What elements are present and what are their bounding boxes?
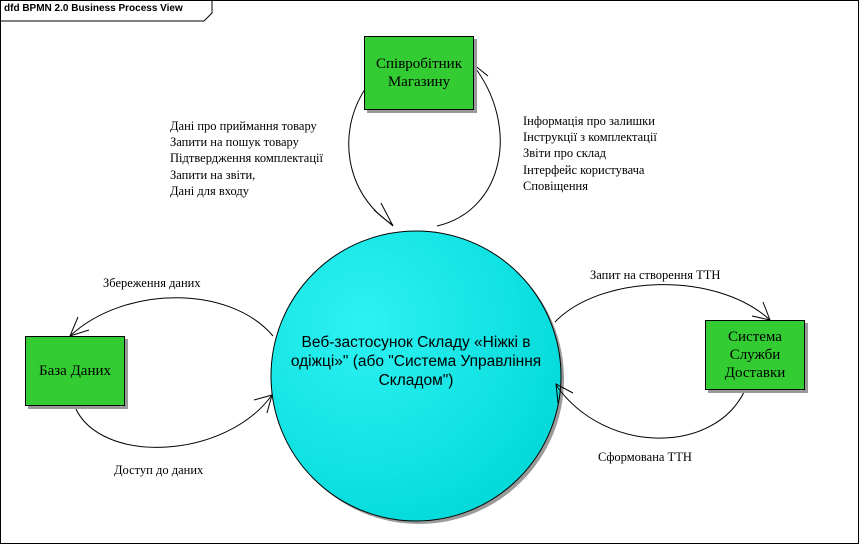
entity-employee-label: Співробітник Магазину [376,56,462,90]
flow-label-process-to-delivery: Запит на створення ТТН [590,268,721,282]
title-tab-outline [0,0,213,22]
diagram-title: dfd BPMN 2.0 Business Process View [4,3,183,14]
flow-process-to-employee[interactable] [436,64,501,227]
flow-label-database-to-process: Доступ до даних [114,463,204,477]
flow-delivery-to-process[interactable] [555,384,746,439]
flow-label-process-to-database: Збереження даних [103,276,201,290]
flow-label-employee-to-process: Дані про приймання товару Запити на пошу… [170,119,323,198]
flow-label-process-to-employee: Інформація про залишки Інструкції з комп… [523,114,657,193]
process-circle[interactable] [270,230,562,522]
flow-database-to-process[interactable] [74,394,273,448]
entity-delivery-label: Система Служби Доставки [724,329,786,381]
flow-process-to-database[interactable] [69,297,274,337]
entity-employee[interactable]: Співробітник Магазину [364,36,474,110]
flow-database-to-process-arrowhead [253,394,273,414]
entity-database-label: База Даних [38,363,112,379]
flow-label-delivery-to-process: Сформована ТТН [598,450,692,464]
process-label: Веб-застосунок Складу «Ніжкі в одіжці»" … [290,334,542,389]
flow-process-to-delivery[interactable] [554,284,771,323]
flow-employee-to-process-arrowhead [373,202,394,227]
entity-delivery[interactable]: Система Служби Доставки [705,320,805,390]
entity-database[interactable]: База Даних [25,336,125,406]
diagram-title-tab: dfd BPMN 2.0 Business Process View [0,0,215,22]
flow-delivery-to-process-arrowhead [555,383,574,404]
